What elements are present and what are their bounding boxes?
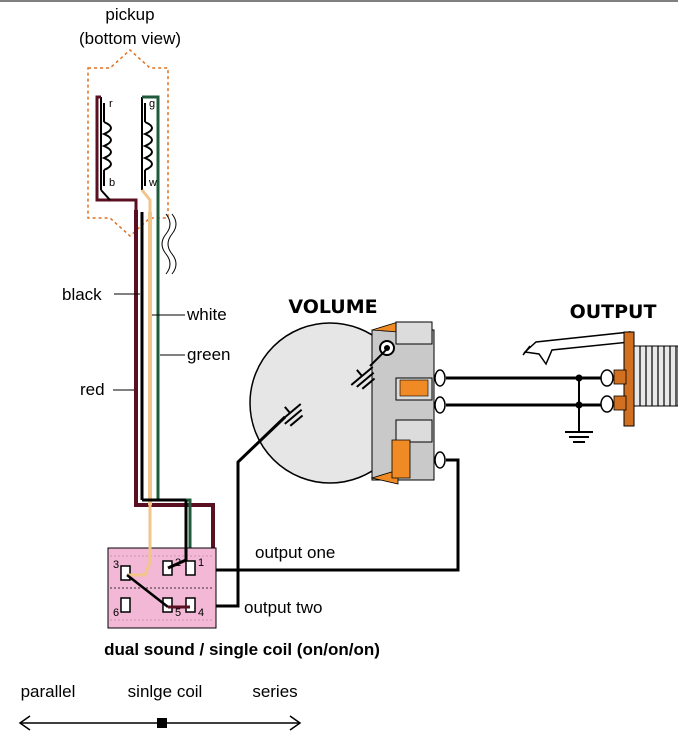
red-lead-internal [95, 95, 138, 210]
pickup-coil-2 [141, 97, 153, 190]
pickup-terminal-w: w [148, 177, 157, 189]
switch-pin-5 [162, 597, 173, 613]
pickup-terminal-b: b [109, 177, 115, 189]
wire-output-two [210, 415, 287, 608]
output-jack-sleeve [600, 395, 614, 413]
wire-label-green: green [187, 345, 230, 364]
ground-symbol-jack [565, 431, 593, 443]
red-wire [134, 210, 215, 567]
pickup-title: pickup [105, 5, 154, 24]
volume-lug-2 [434, 396, 446, 414]
pickup-coil-1 [100, 97, 112, 190]
white-wire-switch [127, 505, 152, 577]
switch-pin-2 [162, 560, 173, 576]
switch-pin-label-6: 6 [113, 607, 119, 619]
pickup-terminal-r: r [109, 98, 113, 110]
switch-pin-label-4: 4 [198, 607, 204, 619]
switch-pin-label-5: 5 [175, 607, 181, 619]
switch-pin-label-1: 1 [198, 557, 204, 569]
volume-title: VOLUME [288, 296, 377, 318]
pot-ground-wire-1 [369, 349, 387, 367]
position-label-series: series [252, 682, 297, 701]
switch-jumper-3-5 [126, 574, 169, 608]
pot-ground-symbol-1 [350, 366, 376, 390]
switch-caption: dual sound / single coil (on/on/on) [104, 640, 380, 659]
wire-label-black: black [62, 285, 102, 304]
wire-output-one [208, 458, 460, 572]
switch-body [107, 547, 217, 629]
green-lead-internal [142, 95, 160, 212]
wire-label-white: white [186, 305, 227, 324]
black-lead-internal [100, 189, 111, 201]
output-title: OUTPUT [570, 301, 657, 323]
output-two-label: output two [244, 598, 322, 617]
switch-pin-3 [120, 565, 131, 581]
switch-pin-6 [120, 597, 131, 613]
cable-break-1 [161, 213, 171, 275]
output-jack-tip [600, 369, 614, 387]
pickup-subtitle: (bottom view) [79, 29, 181, 48]
output-one-label: output one [255, 543, 335, 562]
switch-pin-label-3: 3 [113, 559, 119, 571]
position-label-single-coil: sinlge coil [128, 682, 203, 701]
cable-break-2 [167, 213, 177, 275]
switch-pin-4 [185, 597, 196, 613]
pickup-terminal-g: g [149, 98, 155, 110]
volume-lug-1 [434, 369, 446, 387]
switch-pin-1 [185, 560, 196, 576]
volume-lug-3 [434, 451, 446, 469]
position-arrow [18, 715, 302, 731]
black-wire-switch [167, 500, 188, 570]
wire-label-red: red [80, 380, 105, 399]
position-label-parallel: parallel [21, 682, 76, 701]
output-jack [522, 331, 678, 427]
white-lead-internal [140, 189, 152, 212]
